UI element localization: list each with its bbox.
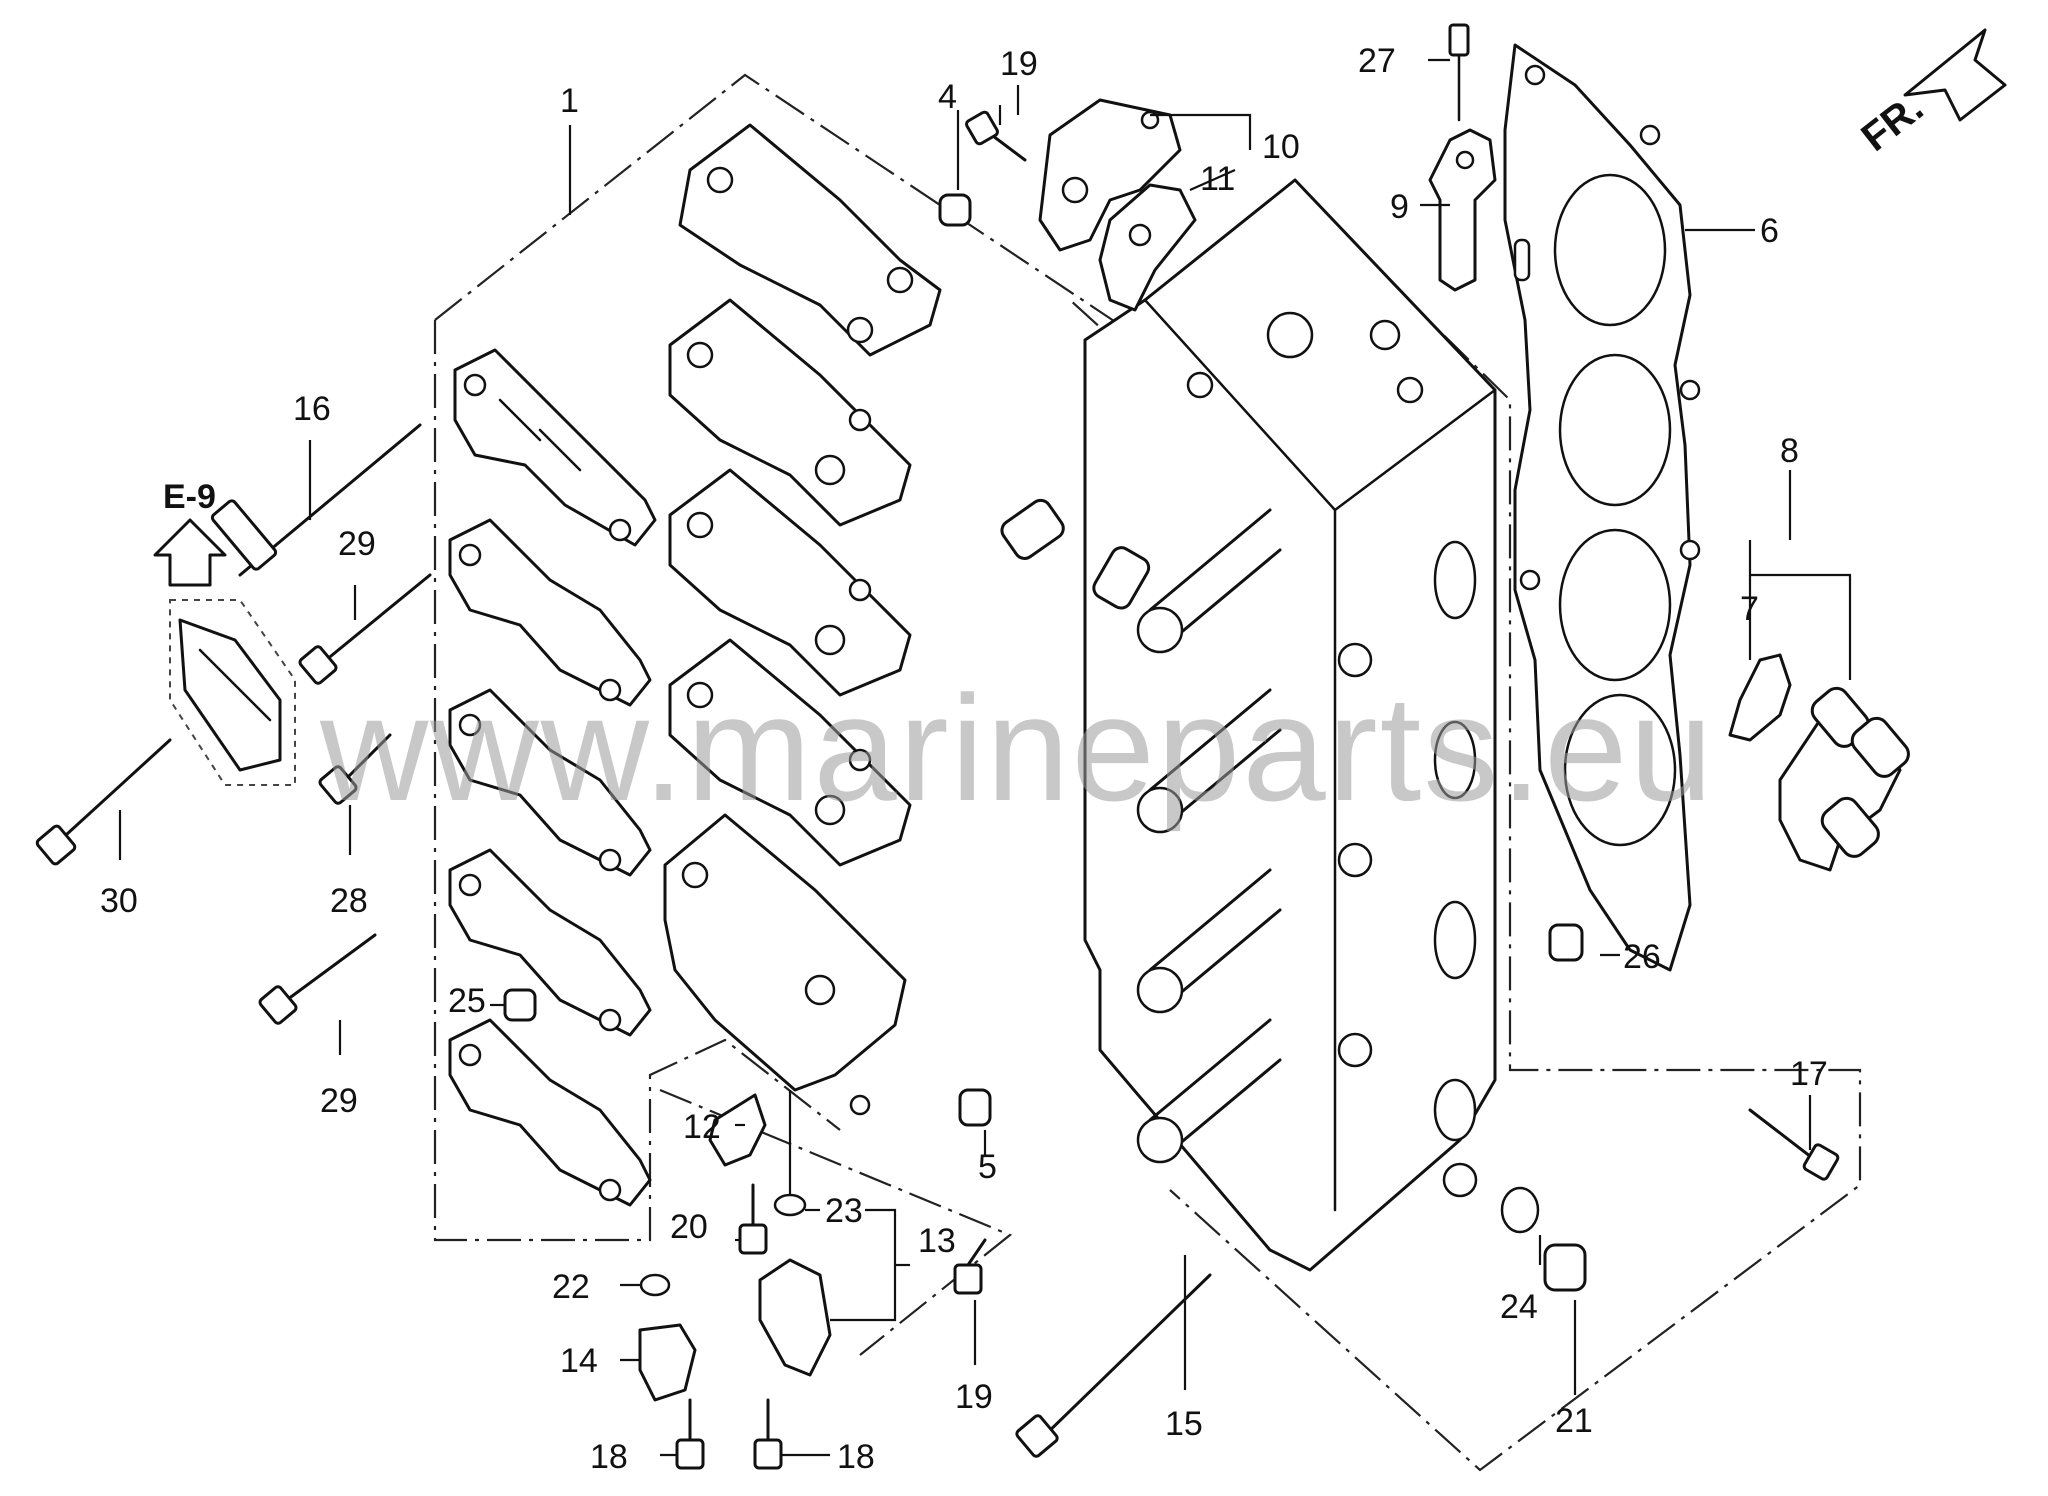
callout-12: 12 xyxy=(683,1108,721,1146)
camshaft-holder-group-outline xyxy=(433,320,841,1242)
camshaft-holder-upper-4 xyxy=(448,848,652,1037)
callout-28: 28 xyxy=(330,882,368,920)
callout-22: 22 xyxy=(552,1268,590,1306)
callout-29-upper: 29 xyxy=(338,525,376,563)
callout-26: 26 xyxy=(1623,938,1661,976)
sensor-13 xyxy=(758,1258,832,1377)
bolt-29-lower xyxy=(258,933,377,1025)
callout-1: 1 xyxy=(560,82,579,120)
callout-14: 14 xyxy=(560,1342,598,1380)
bolt-19-upper xyxy=(965,110,1027,162)
callout-18-right: 18 xyxy=(837,1438,875,1476)
camshaft-holder-upper-2 xyxy=(448,518,652,707)
sensor-gasket xyxy=(1728,653,1792,742)
bolt-29-upper xyxy=(298,573,432,685)
dowel-pin-25 xyxy=(503,988,537,1022)
callout-27: 27 xyxy=(1358,42,1396,80)
callout-19-lower: 19 xyxy=(955,1378,993,1416)
camshaft-holder-upper-5 xyxy=(448,1018,652,1207)
bolt-28 xyxy=(318,733,392,805)
leader-lines xyxy=(118,58,1852,1457)
valve-guide-a xyxy=(1000,498,1065,560)
front-arrow-icon xyxy=(1903,28,2007,122)
callout-18-left: 18 xyxy=(590,1438,628,1476)
dowel-pin-4 xyxy=(938,193,972,227)
callout-11: 11 xyxy=(1200,160,1235,198)
camshaft-holder-lower-1 xyxy=(678,123,942,357)
callout-16: 16 xyxy=(293,390,331,428)
camshaft-holder-lower-4 xyxy=(668,638,912,867)
watermark-text: www.marineparts.eu xyxy=(319,664,1715,832)
sensor-14 xyxy=(638,1323,697,1402)
head-group-outline xyxy=(1169,184,1862,1472)
callout-20: 20 xyxy=(670,1208,708,1246)
callout-6: 6 xyxy=(1760,212,1779,250)
callout-9: 9 xyxy=(1390,188,1409,226)
callout-21: 21 xyxy=(1555,1402,1593,1440)
washer-24 xyxy=(1500,1186,1540,1234)
bolt-20 xyxy=(738,1183,768,1255)
reference-label: E-9 xyxy=(163,478,216,516)
callout-24: 24 xyxy=(1500,1288,1538,1326)
bracket-part xyxy=(169,599,296,786)
cover-gasket xyxy=(1098,183,1197,312)
sensor-group-outline xyxy=(659,1088,1013,1356)
camshaft-holder-upper-3 xyxy=(448,688,652,877)
callout-23: 23 xyxy=(825,1192,863,1230)
cylinder-head xyxy=(1083,178,1497,1272)
camshaft-holder-lower-5 xyxy=(663,813,907,1116)
camshaft-holder-lower-2 xyxy=(668,298,912,527)
callout-17: 17 xyxy=(1790,1055,1828,1093)
washer-23 xyxy=(773,1193,807,1217)
camshaft-holder-upper-1 xyxy=(453,348,657,547)
bolt-19-lower xyxy=(953,1238,987,1295)
callout-8: 8 xyxy=(1780,432,1799,470)
callout-4: 4 xyxy=(938,78,957,116)
callout-7: 7 xyxy=(1740,590,1759,628)
callout-13: 13 xyxy=(918,1222,956,1260)
callout-29-lower: 29 xyxy=(320,1082,358,1120)
dowel-pin-26 xyxy=(1548,923,1584,962)
callout-labels: 1 4 5 6 7 8 9 10 11 12 13 14 15 16 17 18… xyxy=(100,42,1828,1476)
callout-5: 5 xyxy=(978,1148,997,1186)
plug-5 xyxy=(958,1088,992,1127)
washer-22 xyxy=(639,1273,671,1297)
up-arrow-icon xyxy=(153,518,227,587)
callout-15: 15 xyxy=(1165,1405,1203,1443)
callout-19-upper: 19 xyxy=(1000,45,1038,83)
valve-guide-b xyxy=(1092,546,1151,610)
head-gasket xyxy=(1503,43,1701,972)
bolt-15 xyxy=(1015,1273,1212,1458)
callout-10: 10 xyxy=(1262,128,1300,166)
camshaft-holder-lower-3 xyxy=(668,468,912,697)
bracket-12 xyxy=(708,1093,767,1167)
cover-part xyxy=(1038,98,1182,252)
callout-30: 30 xyxy=(100,882,138,920)
bolt-18-left xyxy=(675,1398,705,1470)
sensor-part xyxy=(1428,128,1497,292)
plug-21 xyxy=(1543,1243,1587,1292)
bolt-18-right xyxy=(753,1398,783,1470)
front-direction-label: FR. xyxy=(1854,86,1932,160)
bolt-16 xyxy=(210,423,422,577)
bolt-part-27 xyxy=(1448,23,1470,122)
bolt-17 xyxy=(1748,1108,1840,1181)
sensor-assembly xyxy=(1778,686,1910,872)
callout-25: 25 xyxy=(448,982,486,1020)
bolt-30 xyxy=(35,738,172,866)
